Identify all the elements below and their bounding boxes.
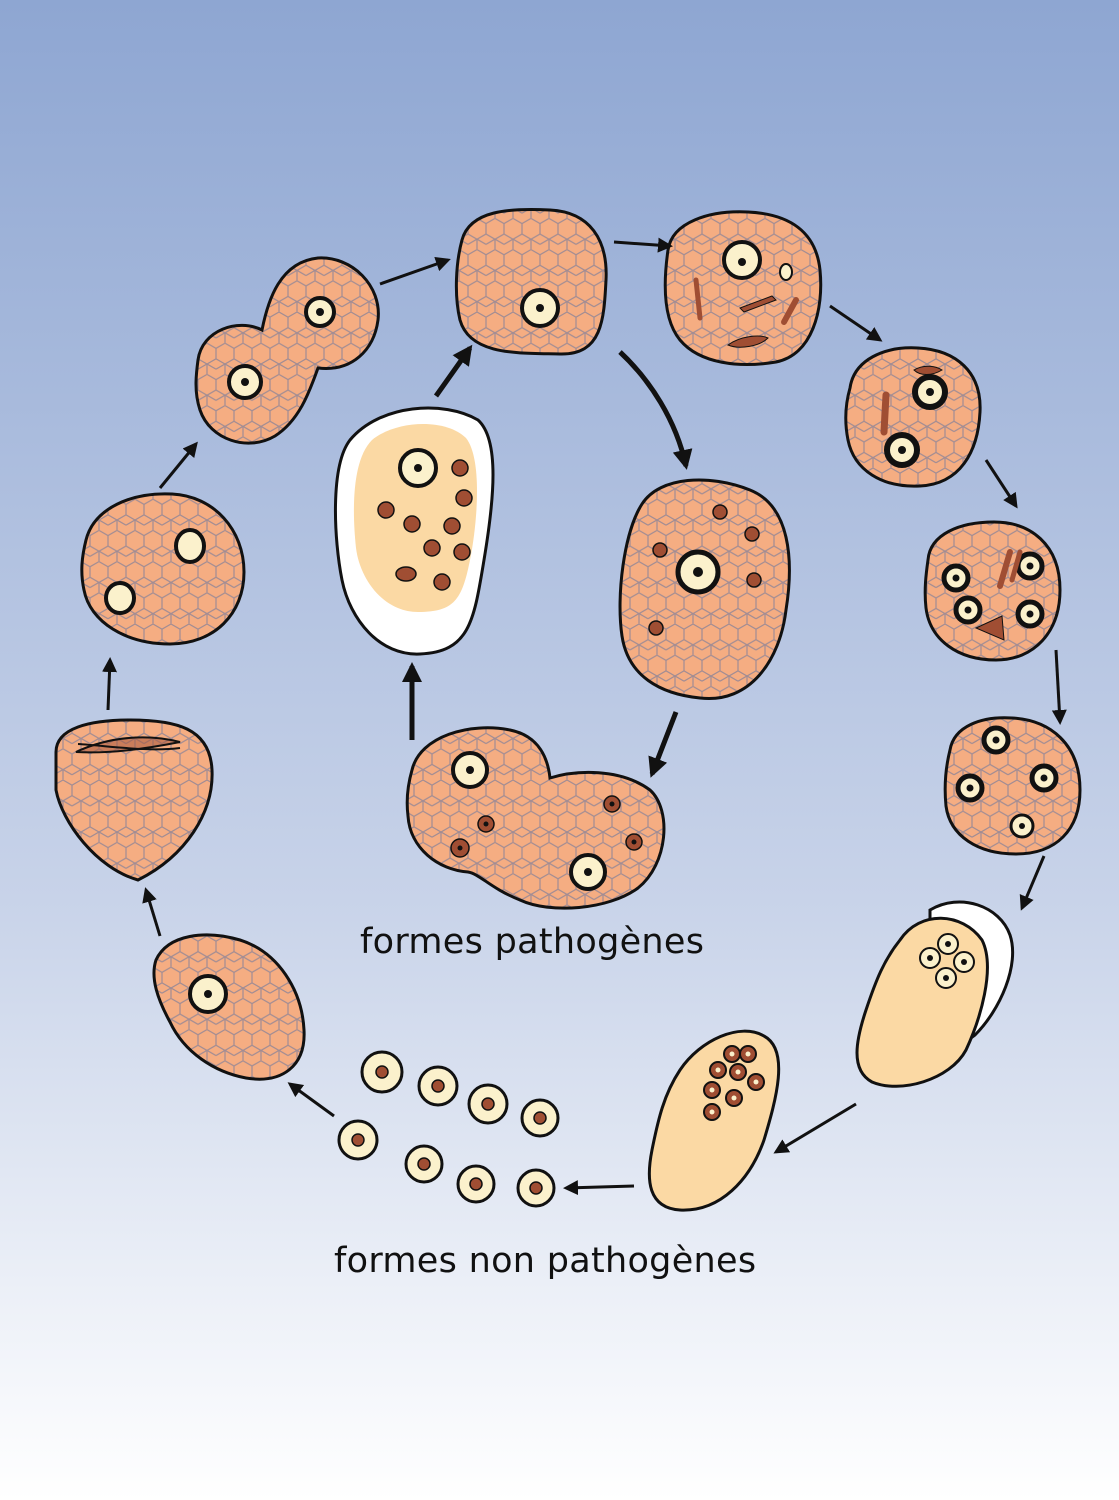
cell-pathogenic-large xyxy=(618,478,791,701)
arrow-icon xyxy=(102,657,118,711)
cyst-pathogenic xyxy=(333,406,495,656)
arrow-icon xyxy=(773,1102,857,1154)
arrow-icon xyxy=(984,459,1018,509)
arrows xyxy=(102,237,1067,1196)
arrow-icon xyxy=(563,1180,635,1196)
cell-binucleate-dividing xyxy=(194,256,380,445)
arrow-icon xyxy=(1019,855,1046,911)
cyst-mature-many-nuclei xyxy=(647,1029,781,1212)
arrow-icon xyxy=(379,256,451,286)
cell-right-1 xyxy=(844,346,982,488)
arrow-icon xyxy=(158,441,198,489)
arrow-icon xyxy=(433,344,473,398)
cell-right-2 xyxy=(923,520,1062,662)
pathogenic-forms-label: formes pathogènes xyxy=(360,922,705,962)
arrow-icon xyxy=(142,887,162,937)
cell-left-shield xyxy=(54,718,214,882)
arrow-icon xyxy=(1051,649,1067,725)
arrow-icon xyxy=(618,350,693,470)
arrow-icon xyxy=(287,1082,335,1118)
small-amoebulae xyxy=(337,1050,560,1208)
cell-pathogenic-dividing xyxy=(405,726,666,910)
cell-bottom-left xyxy=(152,933,306,1081)
arrow-icon xyxy=(829,304,883,342)
inner-arrows xyxy=(402,344,693,778)
arrow-icon xyxy=(613,237,673,253)
arrow-icon xyxy=(648,711,679,778)
cell-top-right-chromatoids xyxy=(663,210,823,366)
cell-top-center xyxy=(454,207,608,356)
cell-right-3 xyxy=(943,716,1082,856)
non-pathogenic-forms-label: formes non pathogènes xyxy=(334,1241,757,1281)
cell-left-binucleate xyxy=(80,492,246,646)
cyst-four-nuclei xyxy=(855,900,1015,1088)
